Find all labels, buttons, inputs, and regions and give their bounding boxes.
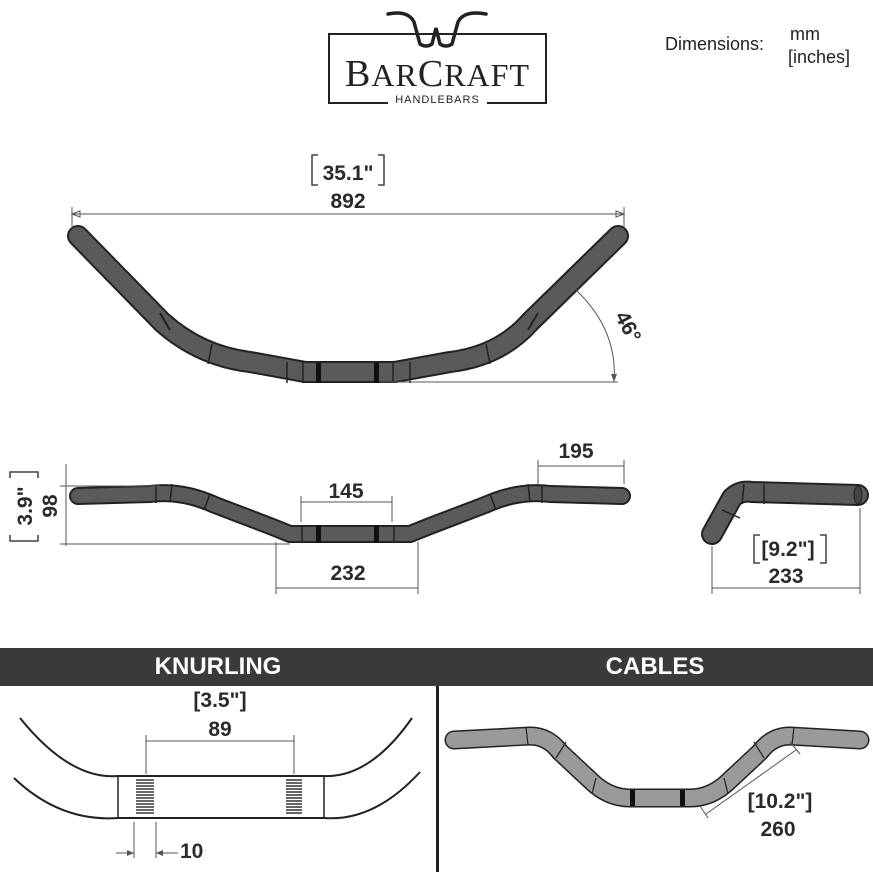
- angle-label: 46°: [610, 308, 645, 347]
- rise-inches: 3.9": [14, 486, 37, 525]
- top-width-mm: 892: [330, 190, 365, 213]
- knurl-spacing-mm: 89: [208, 718, 231, 741]
- knurling-detail-drawing: [13, 717, 421, 820]
- center-width-mm: 145: [328, 480, 363, 503]
- base-width-mm: 232: [330, 562, 365, 585]
- logo-wordmark: BARCRAFT: [345, 53, 530, 95]
- knurling-heading: KNURLING: [154, 653, 282, 680]
- logo-subtitle: HANDLEBARS: [388, 94, 487, 106]
- rise-mm: 98: [39, 494, 62, 518]
- units-primary: mm: [790, 24, 820, 44]
- cables-heading: CABLES: [605, 653, 705, 680]
- pullback-inches: [9.2"]: [761, 538, 814, 561]
- units-secondary: [inches]: [788, 47, 851, 67]
- end-length-mm: 195: [558, 440, 593, 463]
- units-label: Dimensions:: [665, 34, 765, 54]
- section-banner: [0, 648, 873, 686]
- cables-detail-drawing: [444, 726, 870, 808]
- knurl-spacing-inches: [3.5"]: [193, 689, 246, 712]
- side-view-handlebar: [701, 480, 869, 545]
- knurl-width-mm: 10: [180, 840, 203, 863]
- front-view-handlebar: [69, 483, 631, 543]
- cable-length-inches: [10.2"]: [748, 790, 813, 813]
- section-divider: [436, 686, 439, 872]
- top-width-inches: 35.1": [323, 162, 374, 185]
- top-view-handlebar: [67, 225, 629, 383]
- pullback-mm: 233: [768, 565, 803, 588]
- cable-length-mm: 260: [760, 818, 795, 841]
